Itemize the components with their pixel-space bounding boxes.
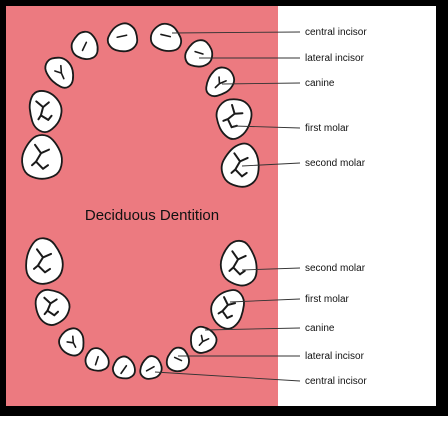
label-lower-lateral-incisor: lateral incisor: [305, 351, 365, 362]
diagram-title: Deciduous Dentition: [85, 207, 219, 224]
tooth-fissure: [194, 50, 204, 55]
lower-right-lateral-incisor-tooth: [84, 347, 110, 372]
lower-left-second-molar-tooth: [219, 239, 258, 287]
label-upper-central-incisor: central incisor: [305, 27, 367, 38]
tooth-outline: [205, 66, 236, 98]
tooth-fissure: [160, 33, 172, 38]
upper-left-first-molar-tooth: [215, 98, 253, 140]
leader-lower-canine: [204, 327, 301, 331]
upper-left-central-incisor-tooth: [149, 22, 183, 52]
tooth-fissure: [214, 76, 227, 89]
label-upper-first-molar: first molar: [305, 123, 350, 134]
leader-upper-second-molar: [241, 162, 301, 167]
tooth-outline: [190, 325, 218, 354]
leader-lower-central-incisor: [154, 371, 301, 382]
tooth-fissure: [31, 143, 50, 170]
label-lower-central-incisor: central incisor: [305, 376, 367, 387]
tooth-fissure: [43, 296, 60, 317]
upper-left-second-molar-tooth: [220, 142, 260, 188]
tooth-outline: [111, 355, 136, 380]
tooth-outline: [219, 239, 258, 287]
teeth-group: [21, 22, 260, 380]
tooth-fissure: [228, 250, 247, 276]
tooth-outline: [21, 134, 63, 180]
lower-right-central-incisor-tooth: [111, 355, 136, 380]
label-lower-first-molar: first molar: [305, 294, 350, 305]
upper-left-canine-tooth: [205, 66, 236, 98]
leader-lines: [154, 31, 301, 382]
upper-right-central-incisor-tooth: [106, 22, 139, 53]
label-upper-lateral-incisor: lateral incisor: [305, 53, 365, 64]
leader-upper-central-incisor: [171, 31, 301, 34]
upper-right-second-molar-tooth: [21, 134, 63, 180]
tooth-fissure: [54, 64, 65, 80]
lower-right-second-molar-tooth: [25, 237, 64, 285]
tooth-fissure: [81, 41, 88, 52]
tooth-fissure: [94, 355, 99, 366]
leader-lower-second-molar: [241, 267, 301, 271]
tooth-fissure: [217, 296, 237, 320]
lower-right-first-molar-tooth: [34, 288, 71, 326]
upper-right-canine-tooth: [44, 56, 75, 89]
tooth-outline: [220, 142, 260, 188]
tooth-fissure: [145, 365, 155, 372]
leader-upper-first-molar: [233, 125, 301, 129]
upper-right-first-molar-tooth: [28, 90, 63, 134]
lower-left-first-molar-tooth: [210, 289, 245, 330]
lower-left-canine-tooth: [190, 325, 218, 354]
tooth-outline: [210, 289, 245, 330]
tooth-fissure: [222, 103, 244, 129]
label-upper-second-molar: second molar: [305, 158, 366, 169]
tooth-outline: [149, 22, 183, 52]
leader-lower-first-molar: [229, 298, 301, 303]
tooth-outline: [28, 90, 63, 134]
tooth-outline: [215, 98, 253, 140]
tooth-outline: [25, 237, 64, 285]
tooth-outline: [106, 22, 139, 53]
tooth-fissure: [66, 335, 77, 348]
lower-left-lateral-incisor-tooth: [165, 346, 190, 373]
tooth-outline: [139, 355, 163, 380]
tooth-fissure: [35, 100, 53, 121]
tooth-fissure: [33, 248, 52, 274]
label-lower-canine: canine: [305, 323, 335, 334]
upper-right-lateral-incisor-tooth: [70, 30, 99, 61]
leader-upper-canine: [221, 82, 301, 85]
tooth-fissure: [173, 356, 183, 362]
lower-left-central-incisor-tooth: [139, 355, 163, 380]
upper-left-lateral-incisor-tooth: [184, 39, 214, 68]
tooth-fissure: [120, 364, 128, 375]
tooth-fissure: [116, 34, 128, 39]
label-upper-canine: canine: [305, 78, 335, 89]
tooth-fissure: [198, 334, 210, 346]
label-lower-second-molar: second molar: [305, 263, 366, 274]
tooth-fissure: [230, 152, 249, 178]
lower-right-canine-tooth: [58, 327, 85, 357]
